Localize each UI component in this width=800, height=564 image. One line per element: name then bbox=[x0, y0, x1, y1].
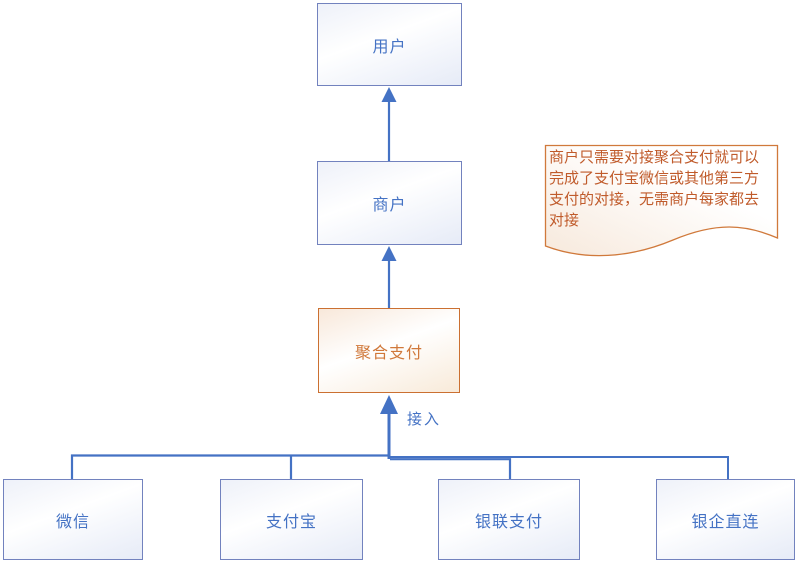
connector-bank-direct bbox=[390, 456, 729, 480]
arrowhead-aggregate-to-merchant bbox=[381, 246, 397, 261]
node-unionpay-payment: 银联支付 bbox=[438, 479, 580, 560]
node-merchant: 商户 bbox=[317, 161, 462, 245]
node-user: 用户 bbox=[317, 3, 462, 86]
node-wechat: 微信 bbox=[3, 479, 143, 560]
annotation-note-text: 商户只需要对接聚合支付就可以 完成了支付宝微信或其他第三方 支付的对接，无需商户… bbox=[549, 147, 779, 231]
note-line: 支付的对接，无需商户每家都去 bbox=[549, 191, 760, 208]
arrowhead-trunk-to-aggregate bbox=[380, 395, 398, 414]
edge-label-access: 接入 bbox=[407, 411, 442, 428]
connector-wechat bbox=[70, 454, 389, 480]
connector-unionpay bbox=[390, 458, 512, 480]
note-line: 完成了支付宝微信或其他第三方 bbox=[549, 170, 760, 187]
arrowhead-merchant-to-user bbox=[381, 87, 397, 102]
node-alipay: 支付宝 bbox=[220, 479, 363, 560]
node-bank-enterprise-direct: 银企直连 bbox=[656, 479, 795, 560]
note-line: 商户只需要对接聚合支付就可以 bbox=[549, 149, 760, 166]
note-line: 对接 bbox=[549, 212, 580, 229]
node-aggregate-payment: 聚合支付 bbox=[318, 308, 460, 393]
